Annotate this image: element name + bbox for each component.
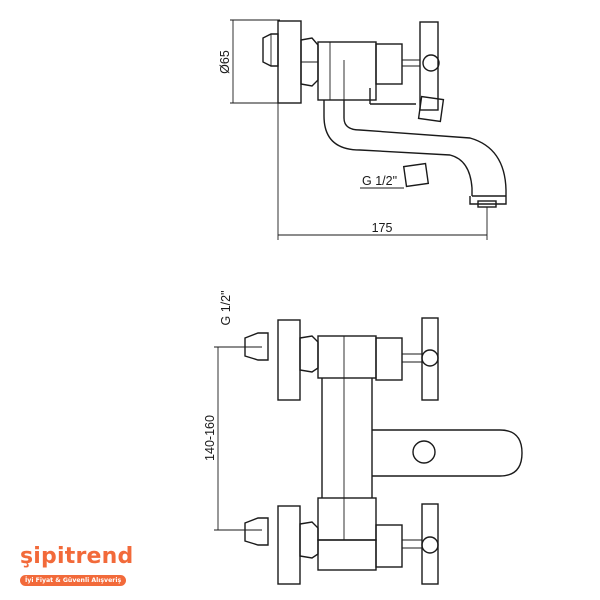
wall-flange — [277, 20, 302, 104]
front-spout — [372, 429, 523, 477]
body-bottom — [317, 497, 377, 541]
diverter-knob — [417, 95, 445, 123]
brand-logo: şipitrend İyi Fiyat & Güvenli Alışveriş — [20, 545, 133, 587]
top-cross-handle — [421, 317, 439, 401]
handle-cap — [422, 54, 440, 72]
top-inlet-nut — [244, 332, 269, 361]
side-connection — [402, 162, 430, 188]
brand-tagline: İyi Fiyat & Güvenli Alışveriş — [20, 575, 127, 586]
bottom-inlet-nut — [244, 517, 269, 546]
side-view: Ø65 G 1/2" — [218, 19, 507, 240]
body-top — [317, 335, 377, 379]
top-flange — [277, 319, 301, 401]
mixer-body — [317, 41, 377, 101]
diverter-button — [412, 440, 436, 464]
body-base — [317, 539, 377, 571]
bottom-hex-nut — [299, 521, 319, 559]
top-handle-cap — [421, 349, 439, 367]
bottom-handle-cap — [421, 536, 439, 554]
valve-housing — [375, 43, 403, 85]
bottom-valve-housing — [375, 524, 403, 568]
diameter-dimension: Ø65 — [218, 19, 280, 104]
center-distance-dimension: 140-160 — [203, 346, 262, 531]
front-view: G 1/2" 140-160 — [203, 290, 523, 585]
spout-lower-edge — [323, 100, 473, 196]
spout-upper-edge — [343, 100, 507, 196]
top-thread-label: G 1/2" — [219, 290, 233, 325]
bottom-cross-handle — [421, 503, 439, 585]
center-distance-label: 140-160 — [203, 415, 217, 461]
side-thread-label: G 1/2" — [362, 174, 397, 188]
top-hex-nut — [299, 335, 319, 373]
length-label: 175 — [372, 221, 393, 235]
brand-name: şipitrend — [20, 544, 134, 569]
diameter-label: Ø65 — [218, 50, 232, 74]
inlet-nut — [262, 33, 279, 67]
spout-outlet — [469, 196, 507, 205]
length-dimension: 175 — [277, 103, 488, 240]
bottom-flange — [277, 505, 301, 585]
top-valve-housing — [375, 337, 403, 381]
